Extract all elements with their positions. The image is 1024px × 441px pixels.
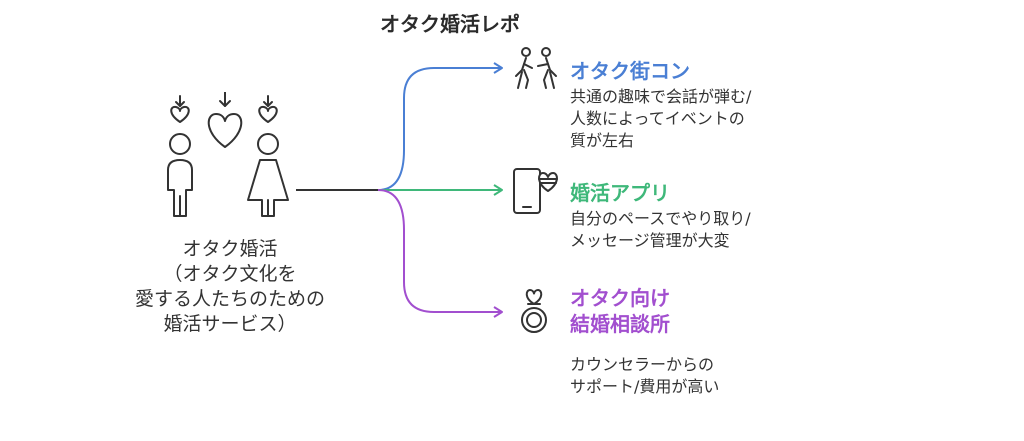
big-heart-arrow-icon — [207, 92, 243, 148]
branch-line-bottom — [377, 189, 502, 313]
branch-desc-line: メッセージ管理が大変 — [570, 231, 730, 250]
branch-desc-line: 共通の趣味で会話が弾む/ — [570, 87, 752, 106]
arrow-head-top — [493, 62, 503, 74]
woman-figure-icon — [247, 133, 289, 217]
branch-title-agency: オタク向け 結婚相談所 — [570, 285, 670, 337]
heart-arrow-icon — [170, 95, 190, 123]
branch-title-line: 婚活アプリ — [570, 181, 670, 205]
branch-desc-line: サポート/費用が高い — [570, 377, 720, 396]
branch-title-meetup: オタク街コン — [570, 55, 690, 84]
branch-desc-line: カウンセラーからの — [570, 355, 715, 374]
branch-title-line: オタク街コン — [570, 59, 690, 83]
branch-desc-agency: カウンセラーからの サポート/費用が高い — [570, 354, 719, 398]
arrow-head-bottom — [493, 306, 503, 318]
branch-desc-line: 人数によってイベントの — [570, 109, 745, 128]
branch-title-line: オタク向け — [570, 286, 670, 310]
branch-line-top — [377, 67, 502, 191]
branch-desc-line: 自分のペースでやり取り/ — [570, 209, 751, 228]
center-label-line: オタク婚活 — [182, 238, 278, 260]
center-topic-label: オタク婚活 （オタク文化を 愛する人たちのための 婚活サービス） — [100, 237, 360, 337]
branch-title-line: 結婚相談所 — [570, 312, 670, 336]
phone-heart-icon — [513, 168, 558, 214]
branch-desc-meetup: 共通の趣味で会話が弾む/ 人数によってイベントの 質が左右 — [570, 86, 751, 152]
branch-desc-line: 質が左右 — [570, 131, 635, 150]
couple-hearts-illustration — [167, 92, 289, 217]
branch-title-app: 婚活アプリ — [570, 177, 670, 206]
heart-arrow-icon — [258, 95, 278, 123]
heart-ring-icon — [521, 289, 547, 333]
center-label-line: 愛する人たちのための — [134, 288, 325, 310]
center-label-line: 婚活サービス） — [163, 313, 297, 335]
diagram-title: オタク婚活レポ — [0, 8, 900, 37]
diagram-title-text: オタク婚活レポ — [380, 12, 520, 36]
man-figure-icon — [167, 133, 193, 217]
center-label-line: （オタク文化を — [163, 263, 297, 285]
people-walking-icon — [515, 47, 557, 89]
arrow-head-middle — [493, 184, 503, 196]
branch-desc-app: 自分のペースでやり取り/ メッセージ管理が大変 — [570, 208, 751, 252]
